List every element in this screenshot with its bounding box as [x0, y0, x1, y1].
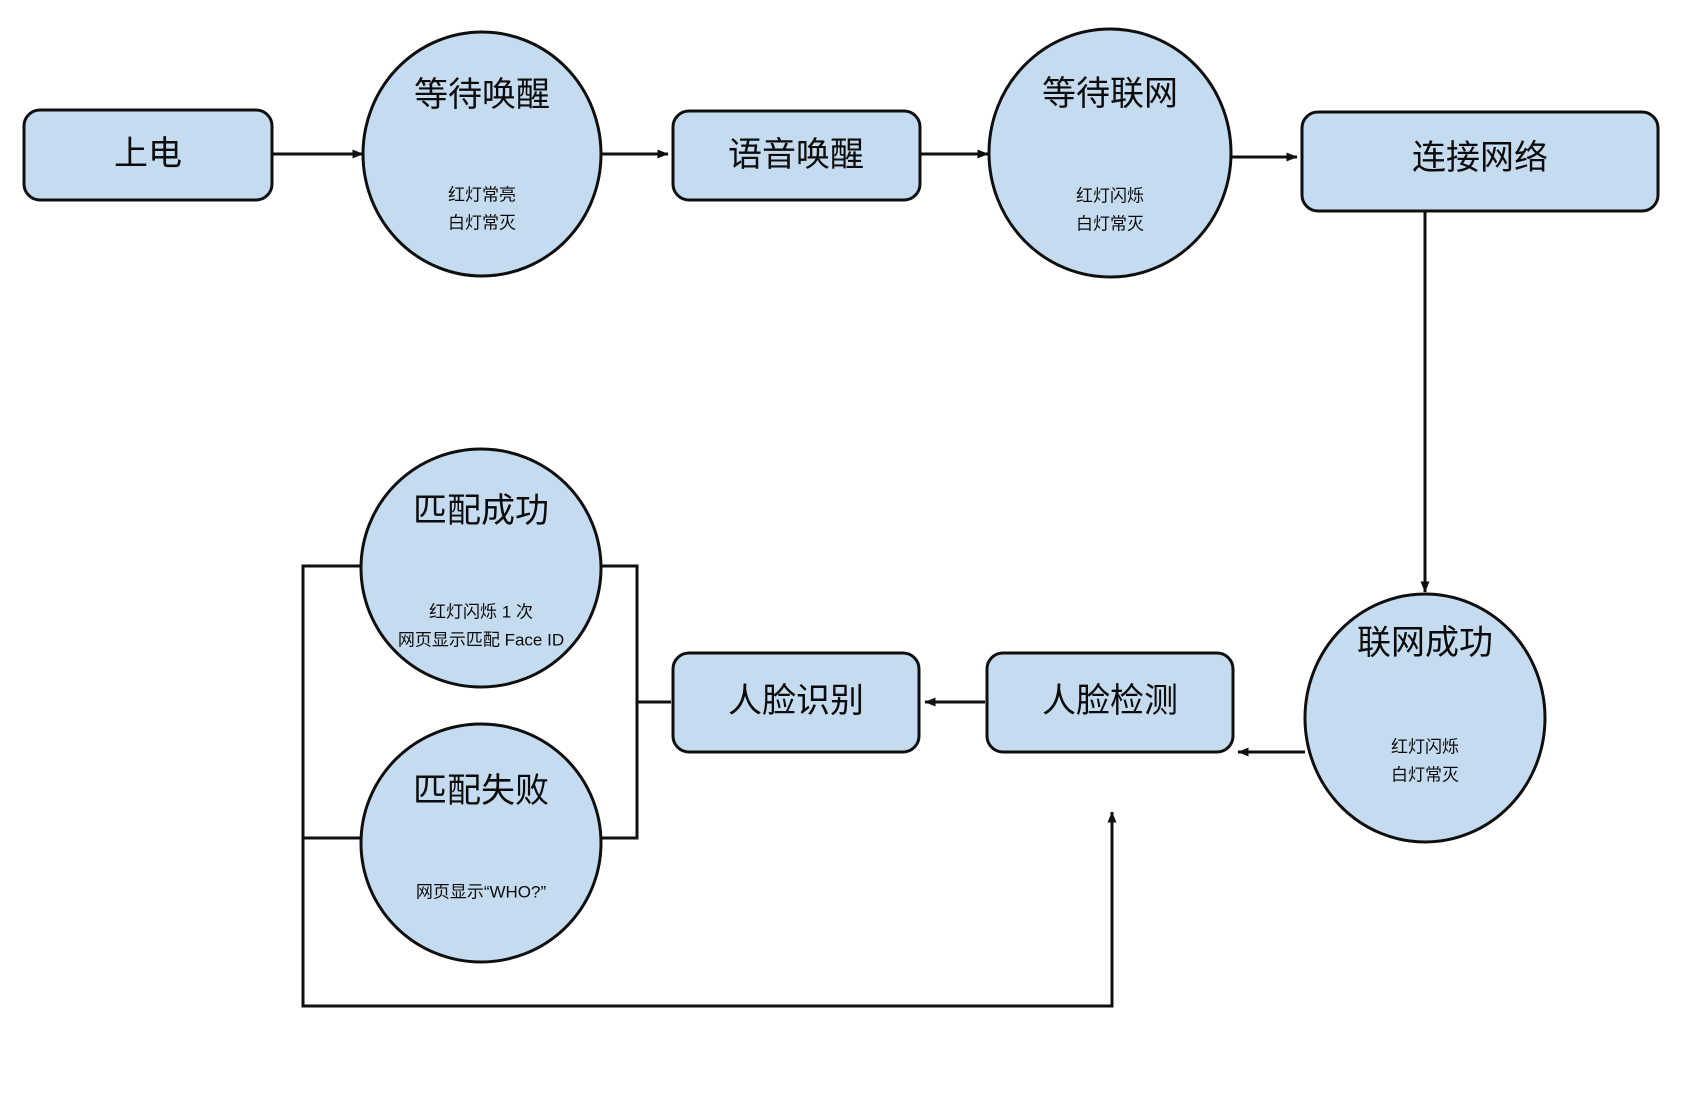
power-on-label: 上电	[114, 135, 182, 173]
wait-network-sub-2: 白灯常灭	[1076, 214, 1144, 233]
node-connect-network[interactable]: 连接网络	[1300, 110, 1660, 213]
network-success-shape[interactable]	[1303, 592, 1547, 844]
edges-layer	[272, 149, 1430, 1008]
face-recognize-label: 人脸识别	[728, 682, 864, 720]
node-wait-wakeup[interactable]: 等待唤醒 红灯常亮 白灯常灭	[361, 30, 603, 278]
face-detect-label: 人脸检测	[1042, 682, 1178, 720]
node-power-on[interactable]: 上电	[22, 108, 274, 202]
node-network-success[interactable]: 联网成功 红灯闪烁 白灯常灭	[1303, 592, 1547, 844]
edge-match-fail-to-face-detect-loop	[301, 811, 1117, 1008]
wait-network-sub-1: 红灯闪烁	[1076, 186, 1144, 205]
match-success-sub-1: 红灯闪烁 1 次	[429, 602, 533, 621]
network-success-sub-2: 白灯常灭	[1391, 765, 1459, 784]
node-face-recognize[interactable]: 人脸识别	[671, 651, 921, 754]
face-detect-shape[interactable]	[985, 651, 1235, 754]
match-fail-shape[interactable]	[359, 722, 603, 964]
face-recognize-shape[interactable]	[671, 651, 921, 754]
voice-wakeup-label: 语音唤醒	[728, 136, 864, 174]
wait-wakeup-label: 等待唤醒	[414, 76, 550, 114]
match-success-label: 匹配成功	[413, 492, 549, 530]
node-face-detect[interactable]: 人脸检测	[985, 651, 1235, 754]
match-fail-label: 匹配失败	[413, 772, 549, 810]
edge-face-recognize-branch	[596, 564, 671, 704]
connect-network-shape[interactable]	[1300, 110, 1660, 213]
network-success-sub-1: 红灯闪烁	[1391, 737, 1459, 756]
wait-wakeup-shape[interactable]	[361, 30, 603, 278]
node-match-success[interactable]: 匹配成功 红灯闪烁 1 次 网页显示匹配 Face ID	[359, 447, 603, 689]
voice-wakeup-shape[interactable]	[671, 109, 922, 202]
wait-wakeup-sub-2: 白灯常灭	[448, 213, 516, 232]
match-fail-sub-1: 网页显示“WHO?”	[416, 882, 547, 901]
node-wait-network[interactable]: 等待联网 红灯闪烁 白灯常灭	[987, 27, 1233, 279]
match-success-sub-2: 网页显示匹配 Face ID	[398, 630, 564, 649]
node-match-fail[interactable]: 匹配失败 网页显示“WHO?”	[359, 722, 603, 964]
wait-network-label: 等待联网	[1042, 75, 1178, 113]
wait-network-shape[interactable]	[987, 27, 1233, 279]
match-success-shape[interactable]	[359, 447, 603, 689]
wait-wakeup-sub-1: 红灯常亮	[448, 185, 516, 204]
power-on-shape[interactable]	[22, 108, 274, 202]
node-voice-wakeup[interactable]: 语音唤醒	[671, 109, 922, 202]
network-success-label: 联网成功	[1357, 624, 1493, 662]
connect-network-label: 连接网络	[1412, 139, 1548, 177]
edge-face-recognize-branch-fail	[596, 702, 639, 840]
edge-match-left-bracket-success	[301, 564, 366, 838]
